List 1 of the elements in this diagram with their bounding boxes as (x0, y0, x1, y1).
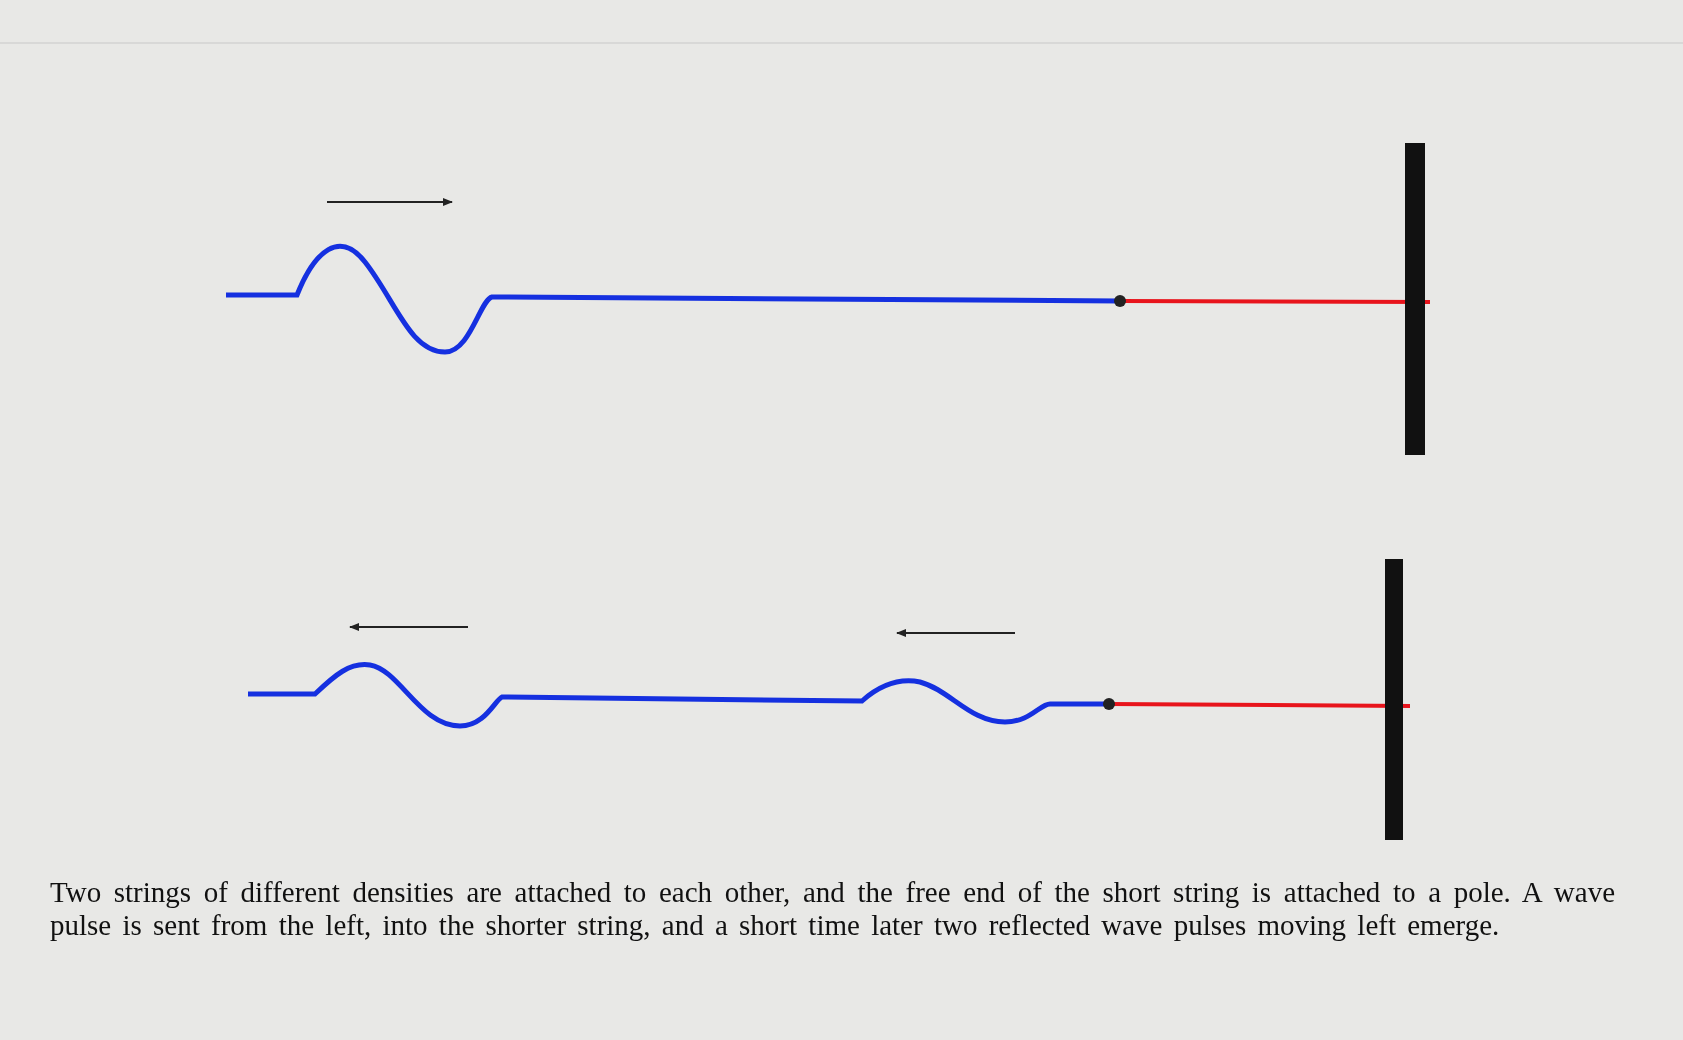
caption: Two strings of different densities are attached to each other, and the free end of the short string is attached to a pole. A wave pulse is sent from the left, into the shorter string, and a short time later two reflected wave pulses moving left emerge. (50, 876, 1615, 942)
